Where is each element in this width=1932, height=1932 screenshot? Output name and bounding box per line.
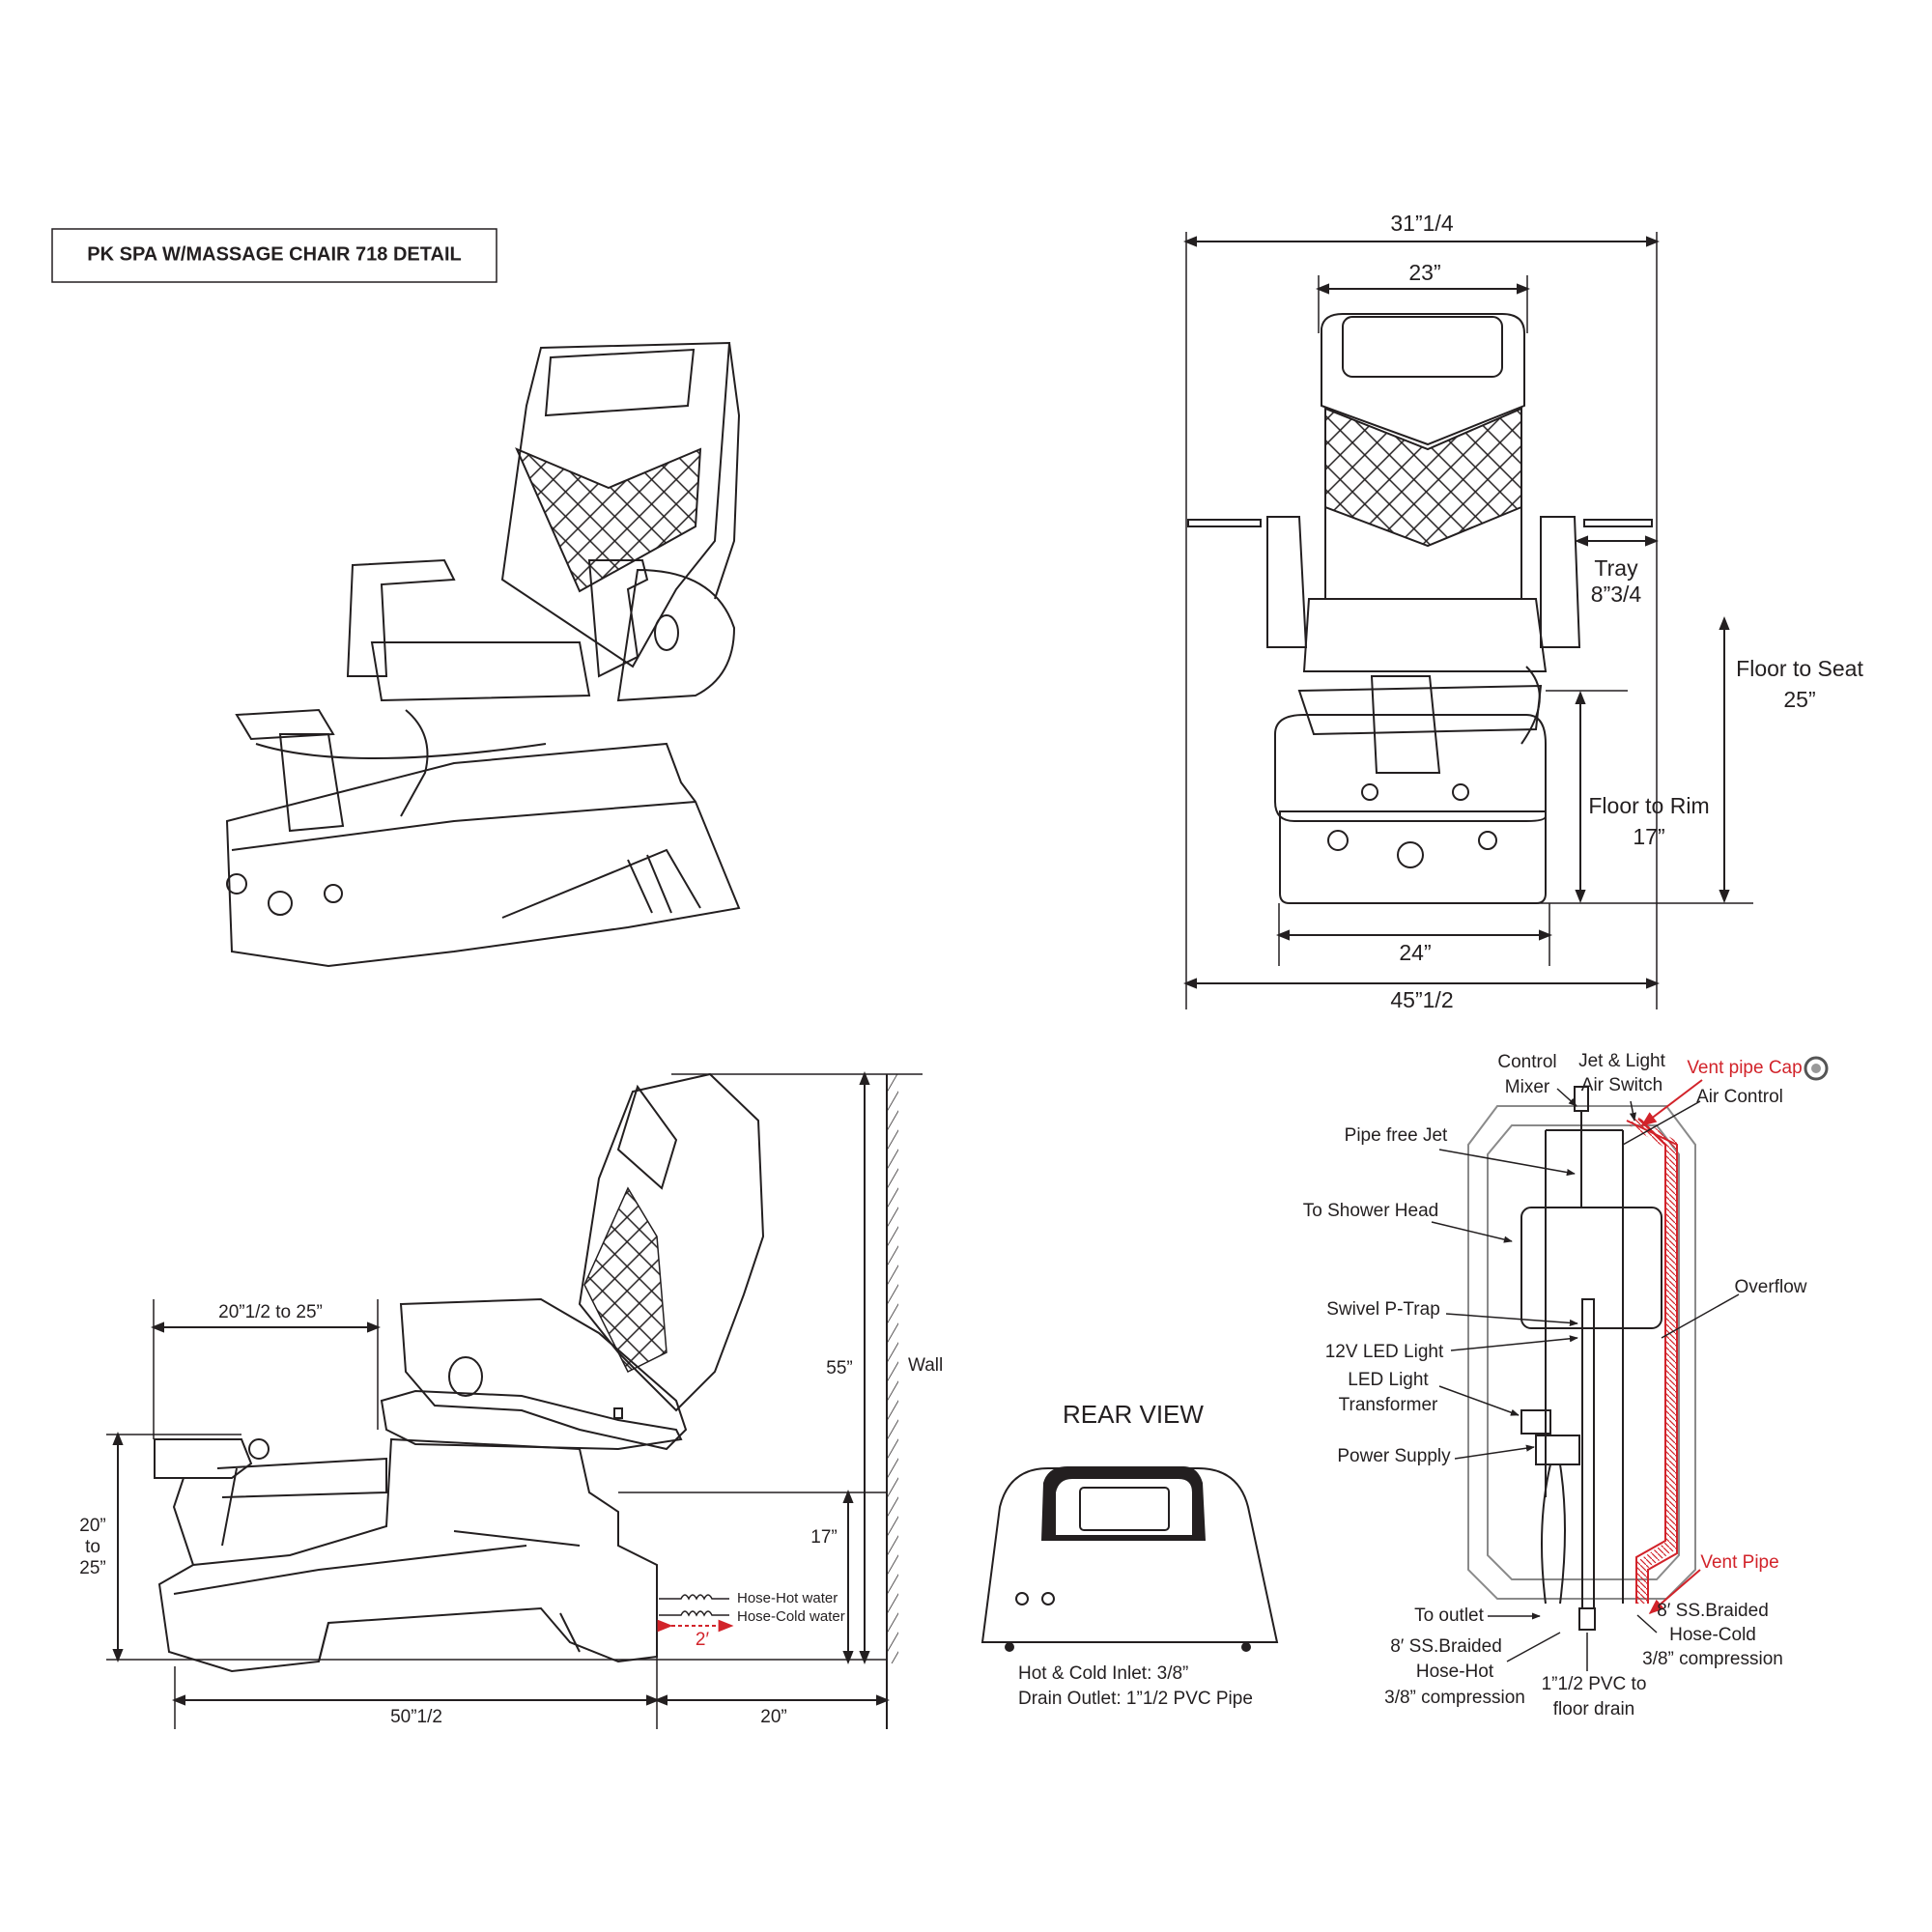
hose-cold-label: Hose-Cold water (737, 1608, 845, 1625)
side-view-dimensions: 20”1/2 to 25” 55” Wall 17” 20” to 25” 50… (79, 1071, 943, 1729)
label-vent-pipe: Vent Pipe (1700, 1552, 1778, 1573)
rear-view-title: REAR VIEW (1063, 1400, 1204, 1429)
label-air-switch-2: Air Switch (1581, 1075, 1662, 1095)
dim-overall-width-top: 31”1/4 (1390, 211, 1453, 236)
label-transformer-1: LED Light (1348, 1370, 1429, 1390)
plumbing-diagram: Control Mixer Jet & Light Air Switch Ven… (1303, 1051, 1829, 1719)
rear-view: REAR VIEW Hot & Cold Inlet: 3/8” Drain O… (980, 1400, 1279, 1709)
label-control-mixer-1: Control (1497, 1052, 1556, 1072)
title-box: PK SPA W/MASSAGE CHAIR 718 DETAIL (51, 228, 497, 283)
label-cold-hose-1: 8′ SS.Braided (1657, 1601, 1769, 1621)
wall-label: Wall (908, 1355, 943, 1376)
dim-footrest-height-1: 20” (79, 1516, 105, 1536)
dim-backrest-width: 23” (1408, 260, 1440, 285)
label-hot-hose-1: 8′ SS.Braided (1390, 1636, 1502, 1657)
label-pipe-free-jet: Pipe free Jet (1345, 1125, 1448, 1146)
dim-overall-width-bottom: 45”1/2 (1390, 987, 1453, 1012)
label-control-mixer-2: Mixer (1505, 1077, 1550, 1097)
floor-to-seat-value: 25” (1783, 687, 1815, 712)
label-drain-1: 1”1/2 PVC to (1542, 1674, 1647, 1694)
dim-length: 50”1/2 (390, 1707, 442, 1727)
front-view-chair-drawing (1187, 313, 1753, 904)
side-view-chair-drawing (154, 1072, 765, 1673)
dim-footrest-height-2: to (85, 1537, 100, 1557)
label-drain-2: floor drain (1553, 1699, 1635, 1719)
dim-footrest-height-3: 25” (79, 1558, 105, 1578)
tray-label: Tray (1594, 555, 1638, 581)
inlet-spec: Hot & Cold Inlet: 3/8” (1018, 1663, 1188, 1684)
floor-to-rim-label: Floor to Rim (1588, 793, 1709, 818)
label-transformer-2: Transformer (1339, 1395, 1438, 1415)
dim-wall-clearance: 20” (760, 1707, 786, 1727)
drain-spec: Drain Outlet: 1”1/2 PVC Pipe (1018, 1689, 1253, 1709)
dim-footrest-reach: 20”1/2 to 25” (218, 1302, 323, 1322)
label-power-supply: Power Supply (1337, 1446, 1451, 1466)
floor-to-seat-label: Floor to Seat (1736, 656, 1863, 681)
dim-height: 55” (826, 1358, 852, 1378)
perspective-chair-drawing (225, 341, 741, 968)
label-to-outlet: To outlet (1414, 1605, 1485, 1626)
label-hot-hose-2: Hose-Hot (1416, 1662, 1494, 1682)
label-cold-hose-3: 3/8” compression (1642, 1649, 1783, 1669)
label-air-switch-1: Jet & Light (1578, 1051, 1665, 1071)
label-shower-head: To Shower Head (1303, 1201, 1438, 1221)
label-p-trap: Swivel P-Trap (1326, 1299, 1440, 1320)
floor-to-rim-value: 17” (1633, 824, 1664, 849)
label-overflow: Overflow (1735, 1277, 1807, 1297)
label-hot-hose-3: 3/8” compression (1384, 1688, 1525, 1708)
tray-value: 8”3/4 (1591, 582, 1642, 607)
front-view-dimensions: 31”1/4 23” Tray 8”3/4 Floor to Seat 25” … (1183, 211, 1863, 1012)
page-title: PK SPA W/MASSAGE CHAIR 718 DETAIL (87, 243, 461, 265)
label-led-light: 12V LED Light (1325, 1342, 1444, 1362)
label-vent-pipe-cap: Vent pipe Cap (1687, 1058, 1802, 1078)
label-cold-hose-2: Hose-Cold (1669, 1625, 1756, 1645)
hose-length-label: 2′ (696, 1630, 710, 1650)
label-air-control: Air Control (1696, 1087, 1783, 1107)
dim-rim-height: 17” (810, 1527, 837, 1548)
dim-base-width: 24” (1399, 940, 1431, 965)
hose-hot-label: Hose-Hot water (737, 1590, 838, 1606)
